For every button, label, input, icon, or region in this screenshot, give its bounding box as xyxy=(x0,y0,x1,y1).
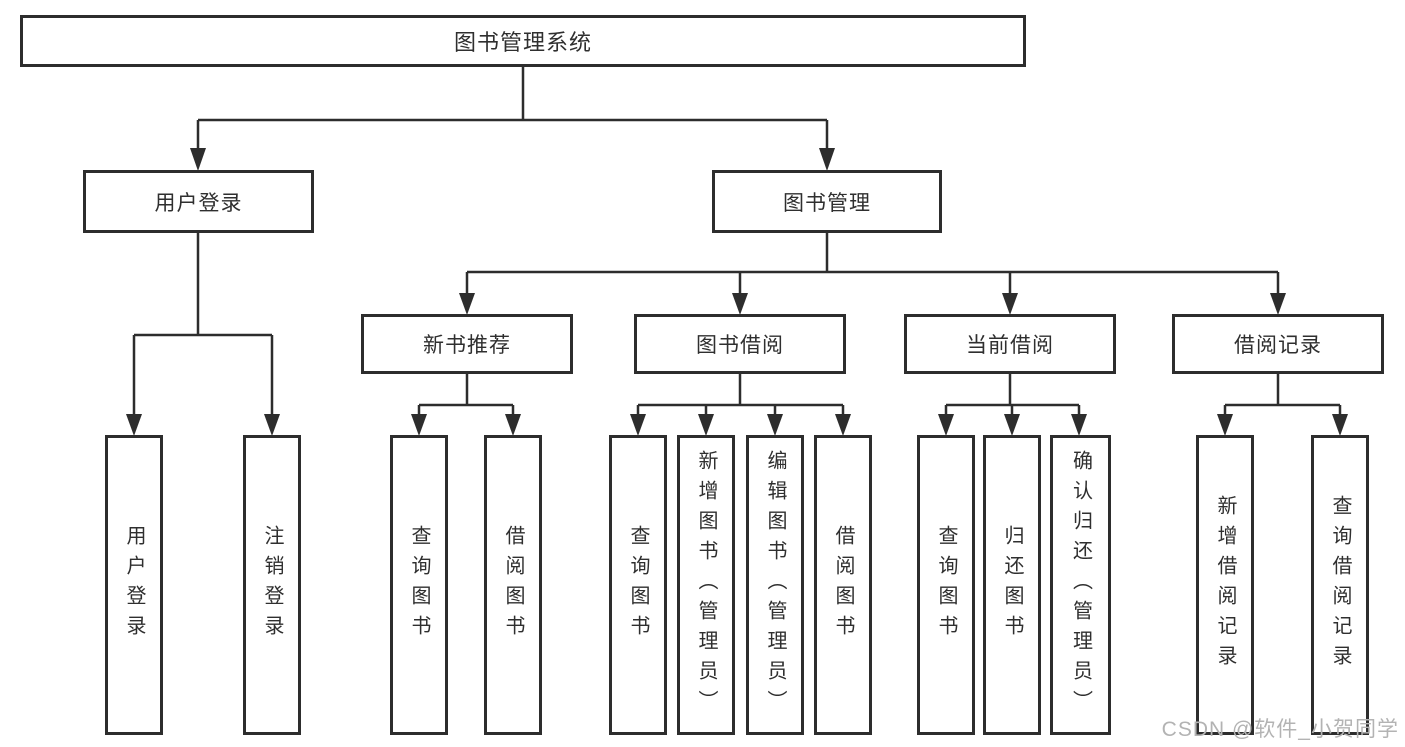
leaf-confirm-return-admin: 确认归还（管理员） xyxy=(1050,435,1111,735)
leaf-query-book-borrow: 查询图书 xyxy=(609,435,667,735)
leaf-edit-book-admin: 编辑图书（管理员） xyxy=(746,435,804,735)
leaf-add-book-admin: 新增图书（管理员） xyxy=(677,435,735,735)
leaf-query-book-current: 查询图书 xyxy=(917,435,975,735)
node-borrow-records: 借阅记录 xyxy=(1172,314,1384,374)
node-current-borrow: 当前借阅 xyxy=(904,314,1116,374)
node-book-management-branch: 图书管理 xyxy=(712,170,942,233)
node-user-login-branch: 用户登录 xyxy=(83,170,314,233)
arrowhead-icons xyxy=(126,148,1348,436)
leaf-return-book: 归还图书 xyxy=(983,435,1041,735)
leaf-query-book-recommend: 查询图书 xyxy=(390,435,448,735)
leaf-borrow-book: 借阅图书 xyxy=(814,435,872,735)
leaf-user-login: 用户登录 xyxy=(105,435,163,735)
leaf-add-borrow-record: 新增借阅记录 xyxy=(1196,435,1254,735)
csdn-watermark: CSDN @软件_小贺同学 xyxy=(1161,718,1399,741)
node-new-book-recommend: 新书推荐 xyxy=(361,314,573,374)
leaf-logout: 注销登录 xyxy=(243,435,301,735)
node-book-borrow: 图书借阅 xyxy=(634,314,846,374)
node-library-management-system: 图书管理系统 xyxy=(20,15,1026,67)
leaf-query-borrow-record: 查询借阅记录 xyxy=(1311,435,1369,735)
leaf-borrow-book-recommend: 借阅图书 xyxy=(484,435,542,735)
